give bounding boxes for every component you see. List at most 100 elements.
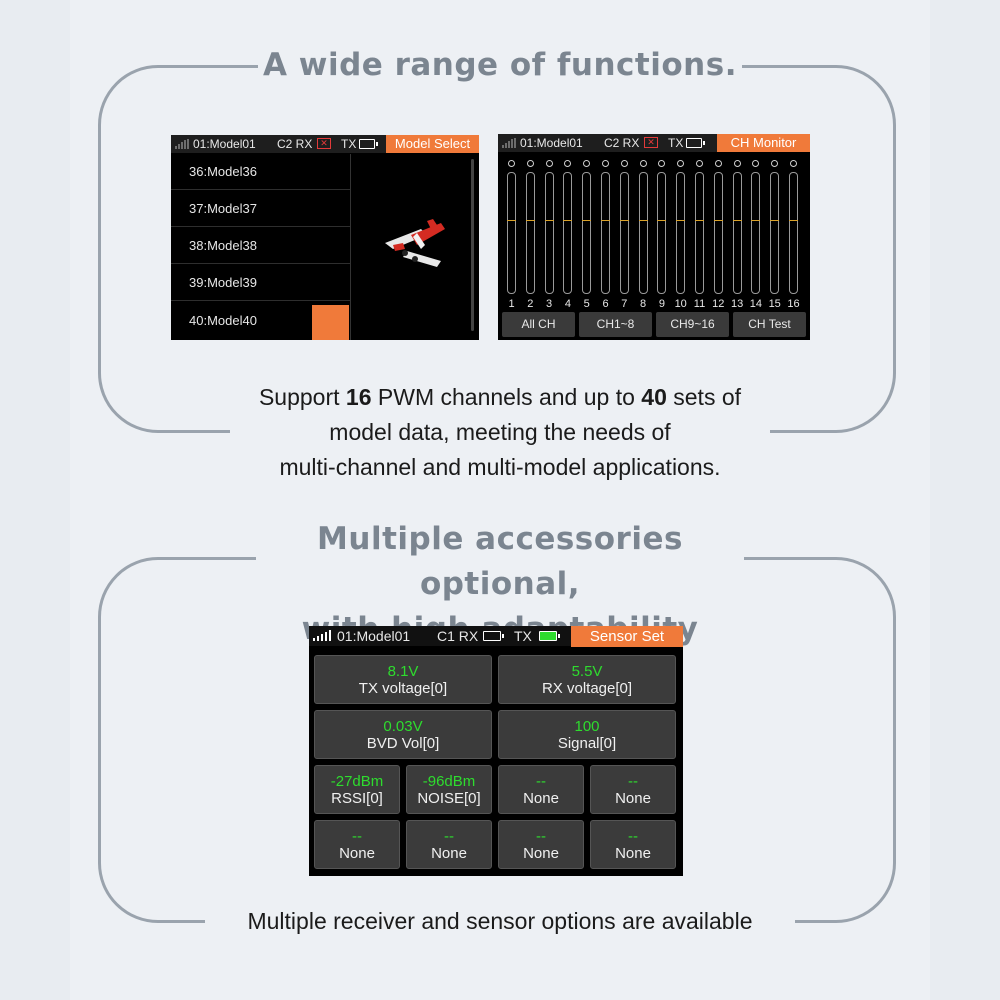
sensor-value: -- xyxy=(352,828,362,845)
channel-value-indicator xyxy=(677,160,685,167)
channel-2-bar: 2 xyxy=(525,160,536,310)
sensor-value: -- xyxy=(628,828,638,845)
section2-headline-line1: Multiple accessories optional, xyxy=(317,521,683,602)
channel-number: 9 xyxy=(658,298,665,310)
model-list-item[interactable]: 39:Model39 xyxy=(171,265,350,301)
sensor-value: -- xyxy=(444,828,454,845)
channel-12-bar: 12 xyxy=(712,160,724,310)
channel-track xyxy=(525,172,535,294)
channel-number: 12 xyxy=(712,298,725,310)
channel-track xyxy=(507,172,516,294)
caption-highlight: 16 xyxy=(345,384,372,410)
channel-track xyxy=(619,172,629,294)
sensor-tile-rssi[interactable]: -27dBm RSSI[0] xyxy=(314,765,400,814)
channel-value-indicator xyxy=(733,160,741,167)
signal-icon xyxy=(313,630,331,641)
caption-line2: model data, meeting the needs of xyxy=(329,419,671,445)
channel-number: 10 xyxy=(674,298,687,310)
airplane-icon xyxy=(385,219,445,267)
model-list-item[interactable]: 37:Model37 xyxy=(171,191,350,227)
sensor-value: 0.03V xyxy=(383,718,423,735)
sensor-value: 100 xyxy=(574,718,600,735)
channel-6-bar: 6 xyxy=(600,160,611,310)
sensor-tile-bvd-vol[interactable]: 0.03V BVD Vol[0] xyxy=(314,710,492,759)
channel-number: 4 xyxy=(564,298,571,310)
channel-center-mark xyxy=(657,220,667,221)
channel-value-indicator xyxy=(526,160,534,167)
section1-caption: Support 16 PWM channels and up to 40 set… xyxy=(230,380,770,485)
mode-title: Model Select xyxy=(386,135,479,153)
sensor-label: None xyxy=(523,845,559,862)
sensor-tile-none[interactable]: -- None xyxy=(590,765,676,814)
channel-center-mark xyxy=(563,220,573,221)
selection-highlight xyxy=(312,305,349,340)
sensor-label: None xyxy=(431,845,467,862)
model-list-item[interactable]: 36:Model36 xyxy=(171,154,350,190)
mode-title: Sensor Set xyxy=(571,626,683,647)
all-ch-button[interactable]: All CH xyxy=(502,312,575,337)
battery-icon xyxy=(359,139,378,149)
tx-label: TX xyxy=(341,137,357,151)
model-list-item-selected[interactable]: 40:Model40 xyxy=(189,313,257,328)
ch9-16-button[interactable]: CH9~16 xyxy=(656,312,729,337)
caption-line3: multi-channel and multi-model applicatio… xyxy=(279,454,721,480)
list-divider xyxy=(350,154,351,340)
sensor-tile-none[interactable]: -- None xyxy=(406,820,492,869)
channel-9-bar: 9 xyxy=(656,160,667,310)
sensor-tile-none[interactable]: -- None xyxy=(498,765,584,814)
sensor-label: None xyxy=(523,790,559,807)
channel-number: 2 xyxy=(527,298,534,310)
channel-15-bar: 15 xyxy=(769,160,781,310)
scrollbar[interactable] xyxy=(471,159,474,331)
ch-test-button[interactable]: CH Test xyxy=(733,312,806,337)
sensor-value: 5.5V xyxy=(571,663,603,680)
sensor-tile-noise[interactable]: -96dBm NOISE[0] xyxy=(406,765,492,814)
model-name: 01:Model01 xyxy=(193,137,256,151)
rx-disconnected-icon: ✕ xyxy=(644,137,658,148)
sensor-tile-rx-voltage[interactable]: 5.5V RX voltage[0] xyxy=(498,655,676,704)
caption-text: PWM channels and up to xyxy=(371,384,642,410)
sensor-value: -- xyxy=(536,773,546,790)
channel-value-indicator xyxy=(696,160,703,167)
ch1-8-button[interactable]: CH1~8 xyxy=(579,312,652,337)
tx-label: TX xyxy=(668,136,684,150)
tx-battery-charging-icon xyxy=(539,631,560,641)
rx-label: C2 RX xyxy=(604,136,640,150)
channel-center-mark xyxy=(713,220,723,221)
section1-headline: A wide range of functions. xyxy=(258,42,742,88)
sensor-label: BVD Vol[0] xyxy=(366,735,440,752)
sensor-tile-signal[interactable]: 100 Signal[0] xyxy=(498,710,676,759)
section2-caption: Multiple receiver and sensor options are… xyxy=(205,903,795,939)
channel-track xyxy=(601,172,610,294)
channel-center-mark xyxy=(789,220,798,221)
channel-number: 11 xyxy=(693,298,706,310)
battery-icon xyxy=(686,138,705,148)
channel-number: 8 xyxy=(640,298,647,310)
model-name: 01:Model01 xyxy=(337,628,411,644)
sensor-label: NOISE[0] xyxy=(417,790,481,807)
model-list-item[interactable]: 38:Model38 xyxy=(171,228,350,264)
channel-center-mark xyxy=(525,220,535,221)
caption-text: Support xyxy=(258,384,346,410)
channel-track xyxy=(789,172,798,294)
channel-number: 6 xyxy=(602,298,609,310)
channel-track xyxy=(638,172,648,294)
sensor-label: None xyxy=(339,845,375,862)
sensor-tile-none[interactable]: -- None xyxy=(314,820,400,869)
signal-icon xyxy=(175,139,189,149)
channel-number: 7 xyxy=(621,298,628,310)
channel-value-indicator xyxy=(508,160,515,167)
channel-track xyxy=(770,172,780,294)
sensor-tile-none[interactable]: -- None xyxy=(498,820,584,869)
channel-center-mark xyxy=(732,220,742,221)
sensor-value: -27dBm xyxy=(330,773,384,790)
sensor-tile-tx-voltage[interactable]: 8.1V TX voltage[0] xyxy=(314,655,492,704)
channel-number: 15 xyxy=(768,298,781,310)
channel-value-indicator xyxy=(771,160,779,167)
sensor-tile-none[interactable]: -- None xyxy=(590,820,676,869)
sensor-value: -- xyxy=(628,773,638,790)
mode-title: CH Monitor xyxy=(717,134,810,152)
caption-text: sets of xyxy=(666,384,742,410)
sensor-set-screen: 01:Model01 C1 RX TX Sensor Set 8.1V TX v… xyxy=(309,626,683,876)
channel-14-bar: 14 xyxy=(750,160,762,310)
